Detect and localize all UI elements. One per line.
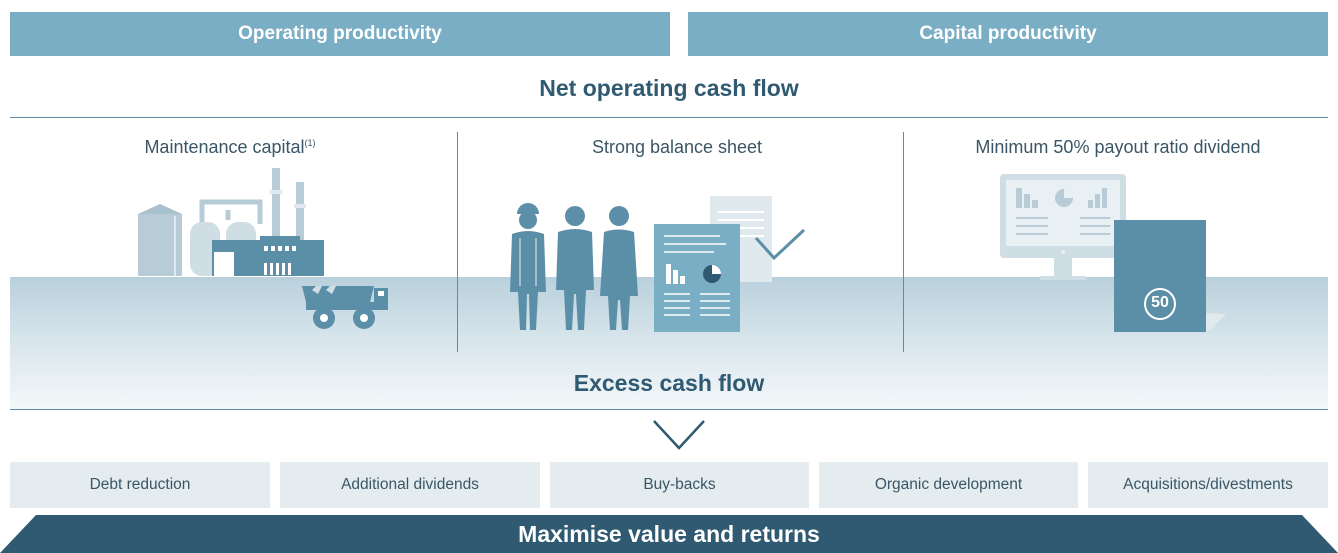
maintenance-capital-column: Maintenance capital(1) bbox=[10, 132, 450, 352]
excess-cash-flow-title: Excess cash flow bbox=[573, 370, 765, 396]
column-divider-1 bbox=[457, 132, 458, 352]
people-documents-icon bbox=[510, 196, 806, 332]
option-buy-backs: Buy-backs bbox=[550, 462, 809, 508]
top-divider-line bbox=[10, 117, 1328, 118]
operating-productivity-bar: Operating productivity bbox=[10, 12, 670, 56]
bottom-divider-line bbox=[10, 409, 1328, 410]
strong-balance-sheet-column: Strong balance sheet bbox=[457, 132, 897, 352]
maximise-value-banner-text: Maximise value and returns bbox=[518, 521, 820, 547]
dividend-badge: 50 bbox=[1151, 294, 1169, 311]
net-operating-cash-flow-title: Net operating cash flow bbox=[539, 75, 799, 101]
option-additional-dividends: Additional dividends bbox=[280, 462, 540, 508]
capital-productivity-bar: Capital productivity bbox=[688, 12, 1328, 56]
chevron-down-icon bbox=[653, 420, 705, 450]
dividend-column: Minimum 50% payout ratio dividend bbox=[898, 132, 1338, 352]
option-debt-reduction: Debt reduction bbox=[10, 462, 270, 508]
option-acquisitions-divestments: Acquisitions/divestments bbox=[1088, 462, 1328, 508]
option-organic-development: Organic development bbox=[819, 462, 1078, 508]
column-divider-2 bbox=[903, 132, 904, 352]
strong-balance-sheet-title: Strong balance sheet bbox=[591, 137, 763, 157]
industrial-plant-truck-icon bbox=[138, 168, 388, 329]
banner-arrow-shape bbox=[0, 515, 1338, 553]
dividend-title: Minimum 50% payout ratio dividend bbox=[975, 137, 1261, 157]
footnote-marker: (1) bbox=[304, 138, 316, 148]
maintenance-capital-title: Maintenance capital(1) bbox=[144, 137, 316, 157]
monitor-chart-dividend-icon bbox=[1000, 174, 1226, 332]
